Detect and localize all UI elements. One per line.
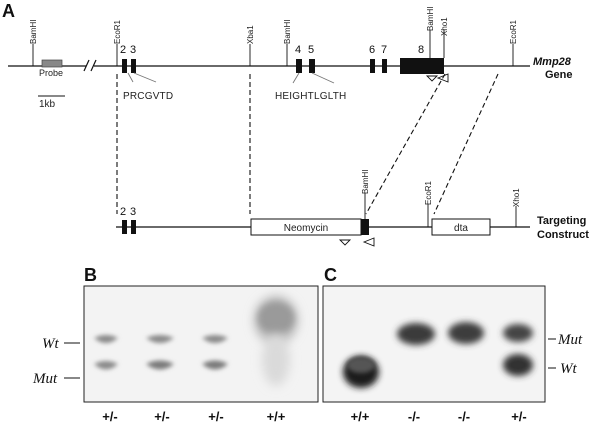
panel-b-letter: B — [84, 265, 97, 285]
exon-5-label: 5 — [308, 44, 314, 56]
construct-exon-3-label: 3 — [130, 206, 136, 218]
panel-c-letter: C — [324, 265, 337, 285]
scale-label: 1kb — [39, 99, 56, 110]
homology-lines — [116, 73, 499, 215]
exon-3 — [131, 59, 136, 73]
blot-c — [322, 285, 546, 403]
exon-6 — [370, 59, 375, 73]
construct-primer-forward — [338, 239, 352, 246]
construct-exon-8-fragment — [361, 219, 369, 235]
panel-c-lane-4: +/- — [511, 409, 527, 424]
site-bamhi-left: BamHI — [29, 20, 38, 44]
exon-8 — [400, 58, 444, 74]
targeting-construct: 2 3 Neomycin BamHI EcoR1 dta Xho1 Target… — [116, 170, 589, 247]
exon-2 — [122, 59, 127, 73]
construct-label-2: Construct — [537, 229, 589, 241]
construct-exon-2 — [122, 220, 127, 234]
exon-2-label: 2 — [120, 44, 126, 56]
construct-exon-3 — [131, 220, 136, 234]
exon-5 — [309, 59, 315, 73]
panel-b-lane-1: +/- — [102, 409, 118, 424]
motif-prc: PRCGVTD — [123, 91, 173, 102]
neomycin-label: Neomycin — [284, 223, 328, 234]
primer-arrow-forward — [425, 75, 439, 82]
site-bamhi-right: BamHI — [426, 7, 435, 31]
exon-6-label: 6 — [369, 44, 375, 56]
construct-primer-reverse — [362, 237, 375, 247]
construct-exon-2-label: 2 — [120, 206, 126, 218]
panel-b-mut-label: Mut — [32, 371, 58, 387]
panel-c-mut-label: Mut — [557, 332, 583, 348]
site-xho1-construct: Xho1 — [512, 188, 521, 207]
site-ecor1-right: EcoR1 — [509, 19, 518, 44]
site-xba1: Xba1 — [246, 25, 255, 44]
site-bamhi-mid: BamHI — [283, 20, 292, 44]
panel-c-lane-2: -/- — [408, 409, 420, 424]
probe-label: Probe — [39, 68, 63, 78]
panel-b-wt-label: Wt — [42, 336, 59, 352]
panel-b-lane-2: +/- — [154, 409, 170, 424]
panel-b-lane-3: +/- — [208, 409, 224, 424]
site-xho1-gene: Xho1 — [440, 17, 449, 36]
exon-3-label: 3 — [130, 44, 136, 56]
dta-label: dta — [454, 223, 468, 234]
gene-map: Probe 1kb BamHI EcoR1 2 3 PRCGVTD Xba1 B… — [8, 7, 573, 110]
panel-c-lane-1: +/+ — [351, 409, 370, 424]
exon-4-label: 4 — [295, 44, 301, 56]
gene-word: Gene — [545, 69, 573, 81]
blot-b — [83, 285, 319, 403]
exon-8-label: 8 — [418, 44, 424, 56]
exon-4 — [296, 59, 302, 73]
construct-label-1: Targeting — [537, 215, 586, 227]
exon-7-label: 7 — [381, 44, 387, 56]
probe-box — [41, 59, 63, 68]
motif-zinc: HEIGHTLGLTH — [275, 91, 346, 102]
dta-cassette — [431, 218, 491, 236]
site-ecor1-construct: EcoR1 — [424, 180, 433, 205]
gene-name: Mmp28 — [533, 56, 572, 68]
site-bamhi-construct: BamHI — [361, 170, 370, 194]
site-ecor1-left: EcoR1 — [113, 19, 122, 44]
panel-b-lane-4: +/+ — [267, 409, 286, 424]
panel-c-lane-3: -/- — [458, 409, 470, 424]
panel-a-letter: A — [2, 1, 15, 21]
panel-c-wt-label: Wt — [560, 361, 577, 377]
exon-7 — [382, 59, 387, 73]
